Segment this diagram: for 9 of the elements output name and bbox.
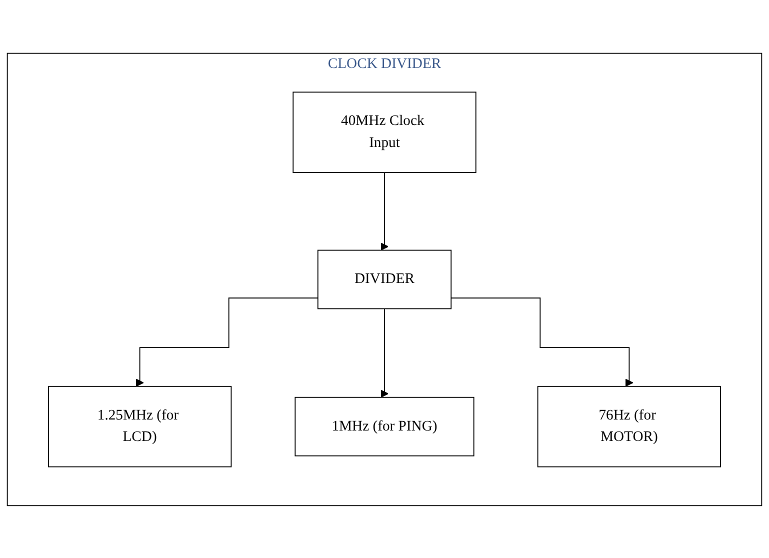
arrow <box>136 297 318 386</box>
arrow <box>450 297 634 386</box>
node-box: 76Hz (for MOTOR) <box>537 385 722 467</box>
arrow <box>380 308 389 398</box>
arrow <box>380 172 389 250</box>
node-box: 1.25MHz (for LCD) <box>48 385 232 467</box>
node-box: 40MHz Clock Input <box>292 91 476 173</box>
node-box: DIVIDER <box>317 249 452 309</box>
node-box: 1MHz (for PING) <box>294 396 474 456</box>
